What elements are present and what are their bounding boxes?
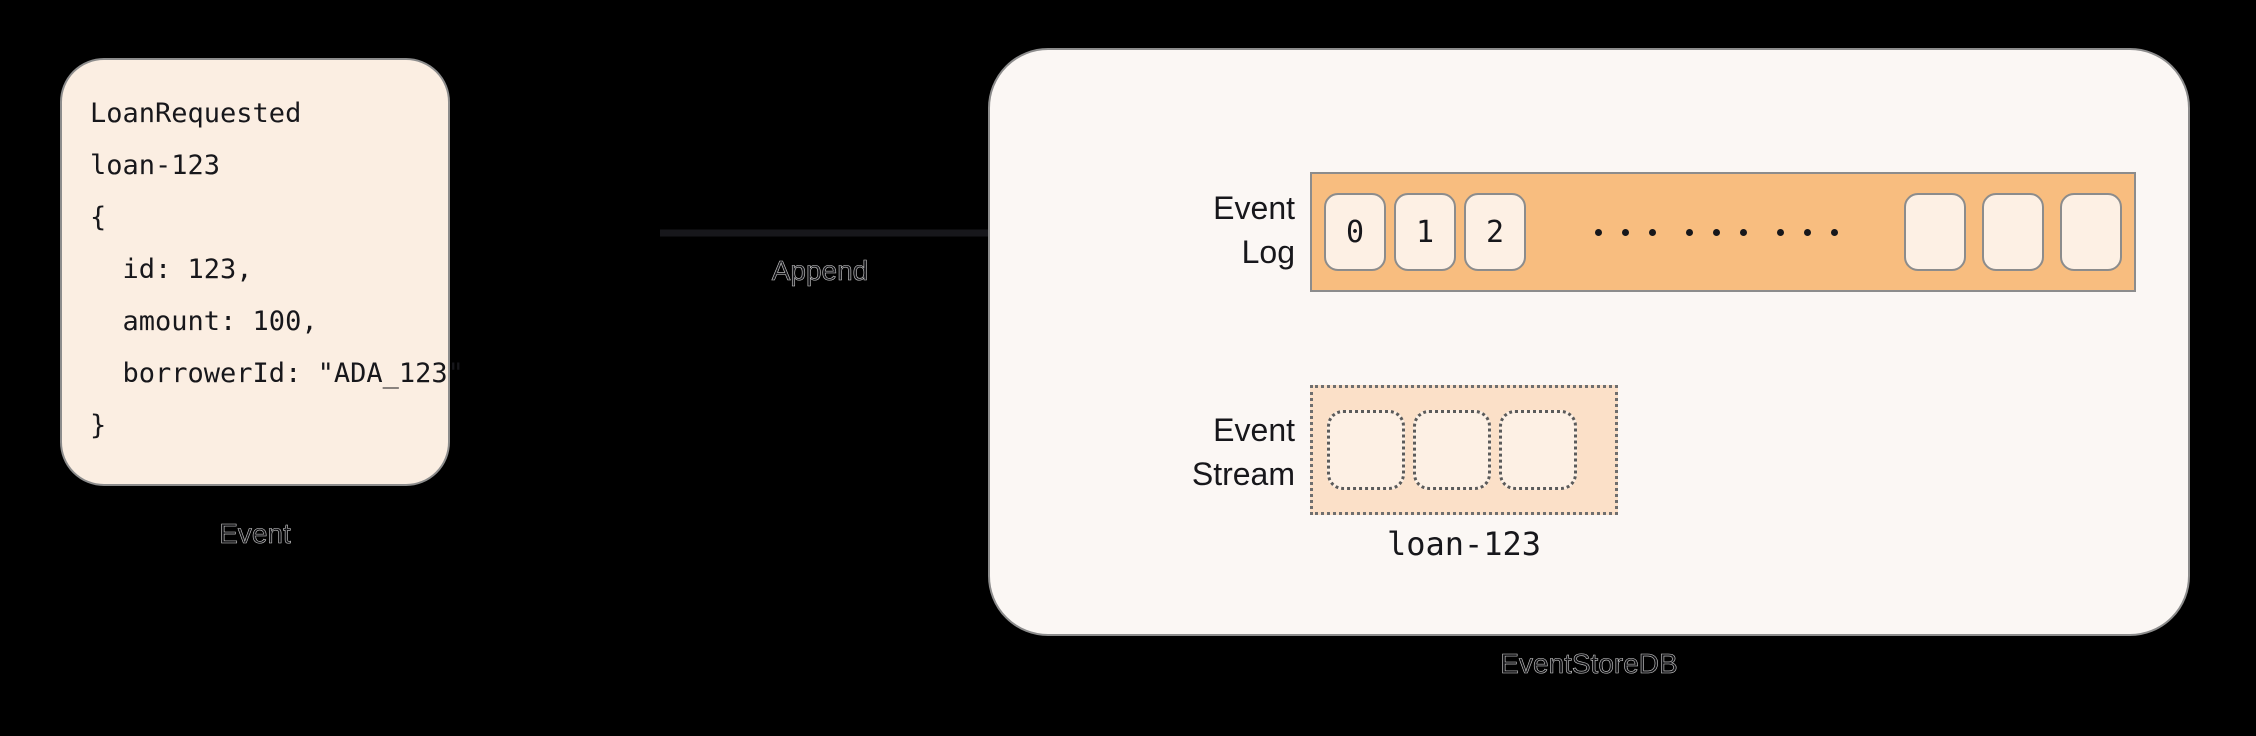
event-stream-cell	[1327, 410, 1405, 490]
ellipsis-dot	[1621, 228, 1629, 236]
ellipsis-dot	[1830, 228, 1838, 236]
event-log-empty-cell	[1904, 193, 1966, 271]
event-stream-cell	[1499, 410, 1577, 490]
ellipsis-dot-group	[1776, 228, 1838, 236]
ellipsis-dot-group	[1685, 228, 1747, 236]
event-log-cell: 0	[1324, 193, 1386, 271]
event-card-caption: Event	[219, 518, 291, 550]
event-payload-code: LoanRequested loan-123 { id: 123, amount…	[90, 98, 464, 441]
event-log-ellipsis	[1540, 228, 1892, 236]
event-card: LoanRequested loan-123 { id: 123, amount…	[60, 58, 464, 486]
event-log-bar: 0 1 2	[1310, 172, 2136, 292]
eventstoredb-panel	[988, 48, 2190, 636]
ellipsis-dot	[1594, 228, 1602, 236]
event-log-cell: 1	[1394, 193, 1456, 271]
event-log-label: Event Log	[1213, 190, 1295, 270]
ellipsis-dot-group	[1594, 228, 1656, 236]
event-stream-box	[1310, 385, 1618, 515]
ellipsis-dot	[1648, 228, 1656, 236]
ellipsis-dot	[1685, 228, 1693, 236]
append-arrow-label: Append	[771, 255, 869, 287]
event-stream-label: Event Stream	[1191, 412, 1295, 492]
event-stream-cell	[1413, 410, 1491, 490]
eventstoredb-caption: EventStoreDB	[1500, 648, 1678, 680]
event-stream-caption: loan-123	[1386, 525, 1542, 563]
ellipsis-dot	[1739, 228, 1747, 236]
event-log-empty-cell	[1982, 193, 2044, 271]
event-log-empty-cell	[2060, 193, 2122, 271]
ellipsis-dot	[1776, 228, 1784, 236]
event-log-cell: 2	[1464, 193, 1526, 271]
event-log-empty-cells	[1904, 193, 2122, 271]
ellipsis-dot	[1712, 228, 1720, 236]
ellipsis-dot	[1803, 228, 1811, 236]
